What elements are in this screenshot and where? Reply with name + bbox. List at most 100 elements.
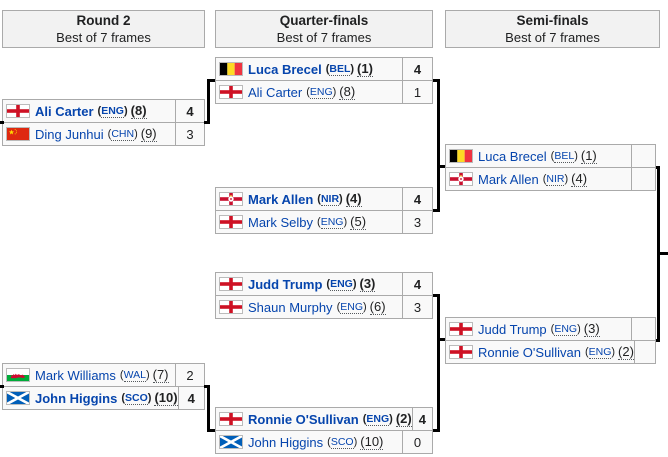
country-code: (ENG): [336, 301, 367, 314]
country-code-link[interactable]: ENG: [309, 86, 333, 99]
country-code-link[interactable]: ENG: [330, 278, 353, 291]
paren-close: ): [353, 436, 358, 448]
player-name-link[interactable]: Mark Williams: [35, 367, 116, 383]
paren-close: ): [350, 63, 355, 75]
flag-bel-icon: [219, 62, 243, 76]
country-code-link[interactable]: ENG: [340, 301, 363, 314]
country-code-link[interactable]: ENG: [554, 323, 578, 336]
connector-r2m1-qf1-vertical: [207, 79, 210, 124]
paren-open: (: [306, 86, 310, 98]
match-sf1-brecel-allen: Luca Brecel(BEL)(1)Mark Allen(NIR)(4): [445, 144, 656, 191]
paren-close: ): [123, 105, 128, 117]
round-header-semifinals: Semi-finals Best of 7 frames: [445, 10, 660, 48]
country-code-link[interactable]: ENG: [366, 413, 390, 426]
country-code-link[interactable]: BEL: [554, 150, 575, 163]
country-code-link[interactable]: SCO: [125, 392, 148, 405]
country-code: (ENG): [317, 216, 347, 229]
paren-close: ): [363, 301, 367, 313]
player-row: Judd Trump(ENG)(3): [446, 318, 655, 340]
player-row: Judd Trump(ENG)(3) 4: [216, 273, 432, 295]
player-name-link[interactable]: Luca Brecel: [478, 148, 547, 164]
player-row: Luca Brecel(BEL)(1)4: [216, 58, 432, 80]
paren-open: (: [325, 63, 330, 75]
player-row: Ding Junhui(CHN)(9)3: [3, 122, 204, 145]
flag-bel-icon: [449, 149, 473, 163]
paren-close: ): [339, 193, 343, 205]
connector-stub-into-r2m2: [0, 385, 4, 388]
player-row: Mark Allen(NIR)(4): [446, 167, 655, 190]
seed-label: (6): [369, 299, 386, 315]
flag-eng-icon: [219, 300, 243, 314]
paren-open: (: [584, 346, 589, 358]
player-name-link[interactable]: Luca Brecel: [248, 61, 322, 77]
score-cell: 3: [402, 296, 432, 318]
flag-eng-icon: [219, 85, 243, 99]
country-code: (ENG): [584, 346, 615, 359]
country-code-link[interactable]: CHN: [111, 128, 135, 141]
player-name-link[interactable]: Shaun Murphy: [248, 299, 333, 315]
seed-label: (1): [580, 148, 597, 164]
country-code-link[interactable]: BEL: [329, 63, 351, 76]
country-code-link[interactable]: ENG: [101, 105, 124, 118]
score-cell: 4: [402, 58, 432, 80]
flag-eng-icon: [219, 215, 243, 229]
player-name-link[interactable]: Ali Carter: [35, 103, 94, 119]
player-name-link[interactable]: Judd Trump: [478, 321, 547, 337]
paren-close: ): [389, 413, 393, 425]
connector-qf3-out: [433, 294, 437, 297]
seed-label: (8): [130, 103, 147, 119]
round-subtitle: Best of 7 frames: [56, 29, 151, 45]
country-code-link[interactable]: WAL: [123, 369, 146, 382]
flag-sco-icon: [6, 391, 30, 405]
round-header-quarterfinals: Quarter-finals Best of 7 frames: [215, 10, 433, 48]
country-code: (SCO): [327, 436, 358, 449]
country-code-link[interactable]: NIR: [546, 173, 565, 186]
country-code-link[interactable]: ENG: [588, 346, 612, 359]
player-name-link[interactable]: Judd Trump: [248, 276, 323, 292]
paren-open: (: [107, 128, 112, 140]
round-subtitle: Best of 7 frames: [505, 29, 600, 45]
connector-into-sf1: [440, 165, 445, 168]
player-name-link[interactable]: John Higgins: [248, 434, 324, 450]
player-row: Shaun Murphy(ENG)(6) 3: [216, 295, 432, 318]
score-cell: 4: [402, 273, 432, 295]
paren-open: (: [336, 301, 341, 313]
paren-open: (: [327, 436, 331, 448]
player-name-link[interactable]: Mark Allen: [248, 191, 314, 207]
player-row: Ali Carter(ENG)(8)1: [216, 80, 432, 103]
connector-qf1-out: [433, 79, 437, 82]
country-code-link[interactable]: SCO: [330, 436, 354, 449]
connector-into-qf4: [210, 429, 215, 432]
country-code: (ENG): [97, 105, 128, 118]
player-row: John Higgins(SCO)(10)0: [216, 430, 432, 453]
country-code: (ENG): [326, 278, 357, 291]
player-name-link[interactable]: Ding Junhui: [35, 126, 104, 142]
paren-open: (: [97, 105, 102, 117]
match-sf2-trump-osullivan: Judd Trump(ENG)(3) Ronnie O'Sullivan(ENG)…: [445, 317, 656, 364]
connector-r2m1-out: [204, 121, 208, 124]
seed-label: (3): [359, 276, 376, 292]
player-name-link[interactable]: Mark Selby: [248, 214, 314, 230]
paren-open: (: [121, 392, 126, 404]
score-cell: 4: [411, 408, 432, 430]
country-code-link[interactable]: ENG: [320, 216, 344, 229]
connector-r2m2-qf4-vertical: [207, 385, 210, 432]
seed-label: (7): [152, 367, 169, 383]
score-cell: [631, 318, 655, 340]
round-title: Round 2: [76, 12, 131, 28]
paren-close: ): [145, 369, 150, 381]
country-code-link[interactable]: NIR: [320, 193, 340, 206]
score-cell: 4: [177, 387, 204, 409]
player-name-link[interactable]: Ali Carter: [248, 84, 303, 100]
player-name-link[interactable]: Ronnie O'Sullivan: [478, 344, 581, 360]
paren-open: (: [550, 323, 555, 335]
player-name-link[interactable]: Ronnie O'Sullivan: [248, 411, 359, 427]
score-cell: 1: [402, 81, 432, 103]
player-row: Mark Williams(WAL)(7)2: [3, 364, 204, 386]
player-name-link[interactable]: John Higgins: [35, 390, 118, 406]
paren-open: (: [326, 278, 331, 290]
player-name-link[interactable]: Mark Allen: [478, 171, 539, 187]
